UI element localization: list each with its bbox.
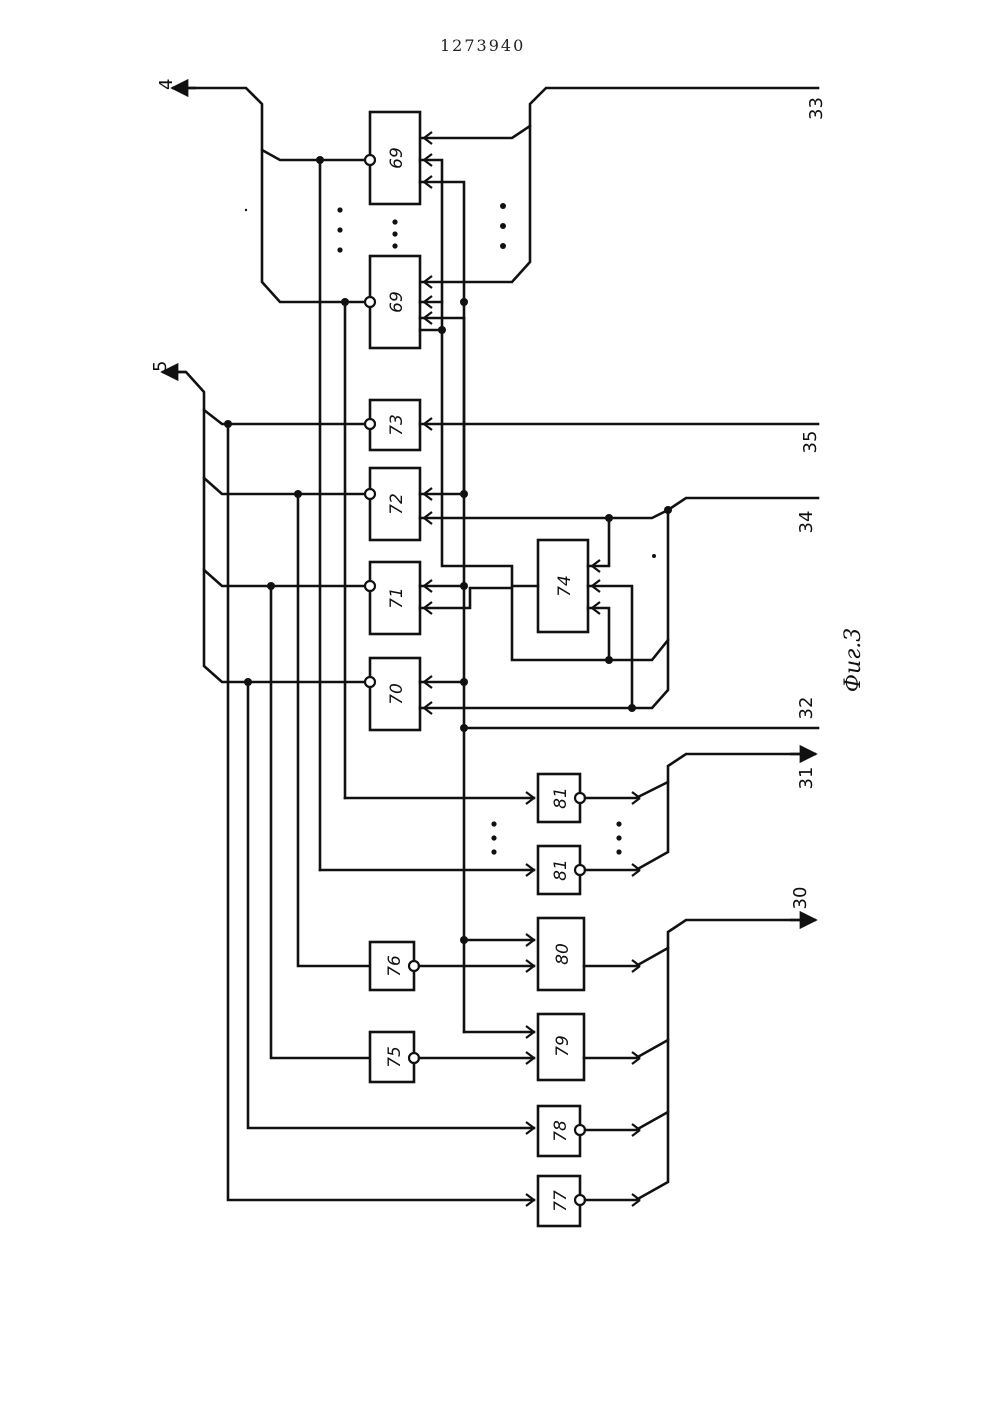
block-label: 74 — [555, 575, 575, 597]
output-arrow-4: 4 — [156, 79, 196, 90]
block-71: 71 — [365, 562, 420, 634]
block-label: 71 — [387, 587, 407, 609]
port-label-32: 32 — [796, 697, 817, 720]
block-label: 70 — [387, 683, 407, 705]
block-79: 79 — [538, 1014, 584, 1080]
block-label: 77 — [551, 1190, 571, 1212]
block-label: 81 — [551, 787, 571, 809]
bus-4 — [180, 88, 370, 302]
bus-30 — [584, 920, 816, 1206]
ellipsis-69 — [337, 203, 506, 253]
port-label-33: 33 — [806, 97, 827, 120]
block-label: 76 — [385, 955, 405, 977]
block-76: 76 — [370, 942, 419, 990]
bus-31 — [585, 754, 816, 876]
port-label-34: 34 — [796, 511, 817, 534]
block-81-bottom: 81 — [538, 846, 585, 894]
block-label: 78 — [551, 1120, 571, 1142]
block-77: 77 — [538, 1176, 585, 1226]
port-label-31: 31 — [796, 767, 817, 790]
port-label-30: 30 — [790, 887, 811, 910]
block-label: 72 — [387, 493, 407, 515]
port-label-5: 5 — [150, 361, 171, 372]
block-label: 69 — [387, 147, 407, 169]
block-69-bottom: 69 — [365, 256, 420, 348]
block-80: 80 — [538, 918, 584, 990]
block-81-top: 81 — [538, 774, 585, 822]
port-label-35: 35 — [800, 431, 821, 454]
port-label-4: 4 — [156, 79, 177, 90]
bus-34 — [420, 498, 818, 708]
block-label: 81 — [551, 859, 571, 881]
block-label: 73 — [387, 414, 407, 436]
output-arrow-5: 5 — [150, 361, 186, 372]
block-72: 72 — [365, 468, 420, 540]
figure-caption: Фиг.3 — [841, 628, 866, 693]
block-78: 78 — [538, 1106, 585, 1156]
block-label: 79 — [553, 1035, 573, 1057]
block-label: 75 — [385, 1046, 405, 1068]
block-75: 75 — [370, 1032, 419, 1082]
block-73: 73 — [365, 400, 420, 450]
block-label: 69 — [387, 291, 407, 313]
block-69-top: 69 — [365, 112, 420, 204]
block-label: 80 — [553, 943, 573, 965]
block-70: 70 — [365, 658, 420, 730]
bus-33 — [420, 88, 818, 282]
inputs-69 — [420, 132, 468, 490]
block-74: 74 — [538, 540, 588, 632]
